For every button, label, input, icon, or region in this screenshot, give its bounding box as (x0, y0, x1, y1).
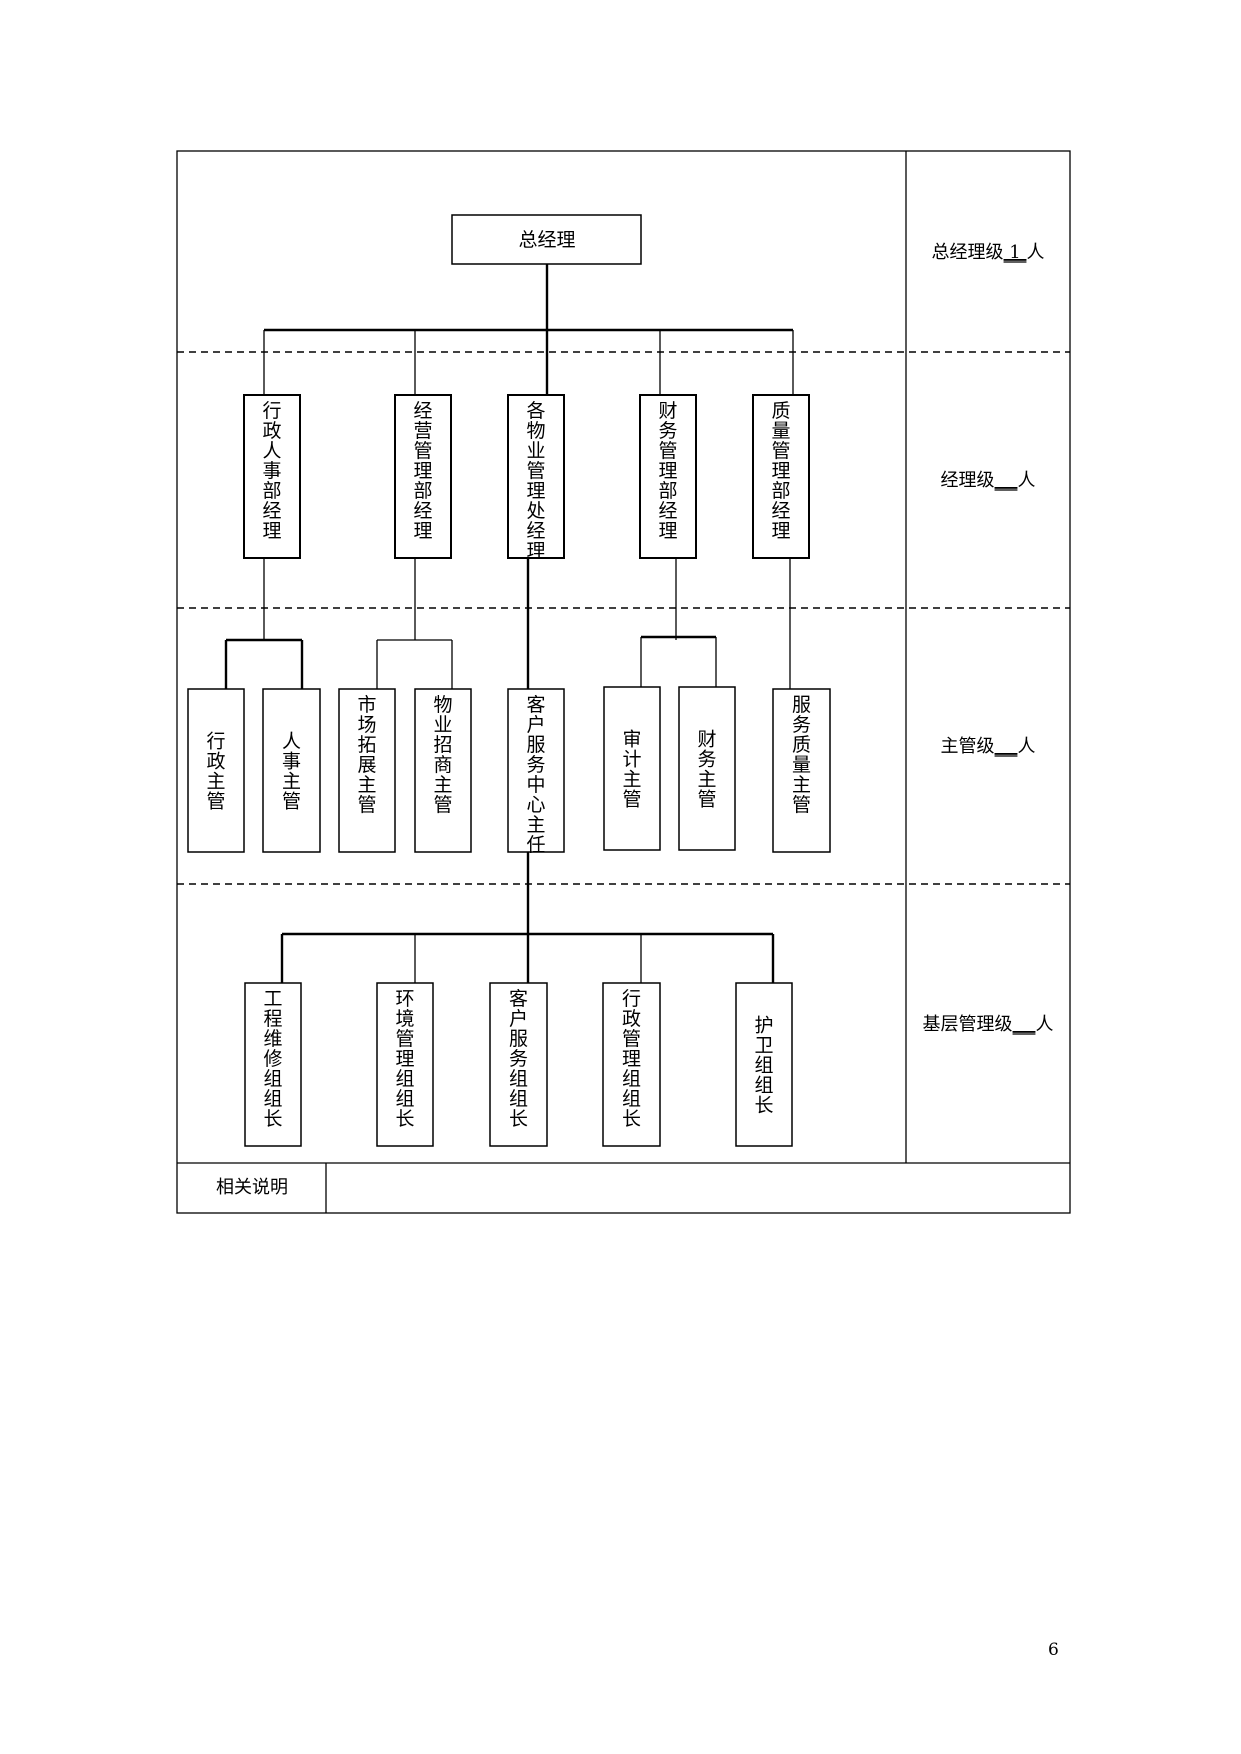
manager-node: 行政人事部经理 (243, 394, 301, 559)
leader-node: 行政管理组组长 (602, 982, 661, 1147)
node-label: 各物业管理处经理 (526, 400, 545, 562)
manager-node: 质量管理部经理 (752, 394, 810, 559)
leader-node: 环境管理组组长 (376, 982, 434, 1147)
managers-layer: 行政人事部经理 经营管理部经理 各物业管理处经理 财务管理部经理 质量管理部经理 (243, 394, 810, 562)
node-label: 人事主管 (282, 731, 301, 813)
supervisor-node: 服务质量主管 (772, 688, 831, 853)
supervisor-node: 物业招商主管 (414, 688, 472, 853)
level-name: 基层管理级 (923, 1014, 1013, 1035)
node-label: 质量管理部经理 (771, 400, 790, 542)
node-label: 工程维修组组长 (263, 988, 282, 1130)
level-suffix: 人 (1017, 470, 1035, 491)
node-label: 环境管理组组长 (395, 988, 414, 1130)
level-label: 经理级 人 (941, 470, 1036, 491)
node-label: 行政管理组组长 (622, 988, 641, 1130)
manager-node: 各物业管理处经理 (507, 394, 565, 562)
level-name: 经理级 (941, 470, 995, 491)
node-label: 财务主管 (697, 729, 716, 811)
level-count (995, 470, 1018, 491)
node-label: 客户服务中心主任 (526, 694, 545, 856)
supervisor-node: 审计主管 (603, 686, 661, 851)
level-label: 基层管理级 人 (923, 1014, 1054, 1035)
node-label: 物业招商主管 (433, 694, 452, 816)
supervisor-node: 市场拓展主管 (338, 688, 396, 853)
level-label: 总经理级 1 人 (932, 242, 1045, 263)
level-count (995, 736, 1018, 757)
svg-text:总经理级 1 人: 总经理级 1 人 (932, 242, 1045, 263)
level-count (1013, 1014, 1036, 1035)
node-label: 审计主管 (622, 729, 641, 811)
node-label: 行政主管 (206, 731, 225, 813)
level-name: 总经理级 (932, 242, 1004, 263)
level-suffix: 人 (1017, 736, 1035, 757)
node-general-manager: 总经理 (451, 214, 642, 265)
node-label: 服务质量主管 (792, 694, 811, 816)
node-label: 客户服务组组长 (509, 988, 528, 1130)
node-label: 行政人事部经理 (262, 400, 281, 542)
leaders-layer: 工程维修组组长 环境管理组组长 客户服务组组长 行政管理组组长 护卫组组长 (244, 982, 793, 1147)
supervisor-node: 客户服务中心主任 (507, 688, 565, 856)
svg-text:基层管理级 人: 基层管理级 人 (923, 1014, 1054, 1035)
chart-border (176, 150, 1071, 1214)
node-label: 护卫组组长 (754, 1015, 773, 1117)
svg-text:经理级 人: 经理级 人 (941, 470, 1036, 491)
level-suffix: 人 (1035, 1014, 1053, 1035)
supervisor-node: 人事主管 (262, 688, 321, 853)
node-label: 市场拓展主管 (357, 694, 376, 816)
supervisors-layer: 行政主管 人事主管 市场拓展主管 物业招商主管 客户服务中心主任 审计主管 财务主管 服务质量… (187, 686, 831, 856)
manager-node: 经营管理部经理 (394, 394, 452, 559)
leader-node: 工程维修组组长 (244, 982, 302, 1147)
level-count: 1 (1004, 242, 1027, 263)
supervisor-node: 财务主管 (678, 686, 736, 851)
svg-text:主管级 人: 主管级 人 (941, 736, 1036, 757)
leader-node: 客户服务组组长 (489, 982, 548, 1147)
level-label: 主管级 人 (941, 736, 1036, 757)
notes-label: 相关说明 (216, 1177, 288, 1198)
connectors (224, 264, 794, 983)
page-number: 6 (1048, 1640, 1059, 1660)
level-suffix: 人 (1026, 242, 1044, 263)
node-label: 经营管理部经理 (413, 400, 432, 542)
leader-node: 护卫组组长 (735, 982, 793, 1147)
supervisor-node: 行政主管 (187, 688, 245, 853)
level-name: 主管级 (941, 736, 995, 757)
manager-node: 财务管理部经理 (639, 394, 697, 559)
node-label: 总经理 (518, 229, 575, 251)
node-label: 财务管理部经理 (658, 400, 677, 542)
